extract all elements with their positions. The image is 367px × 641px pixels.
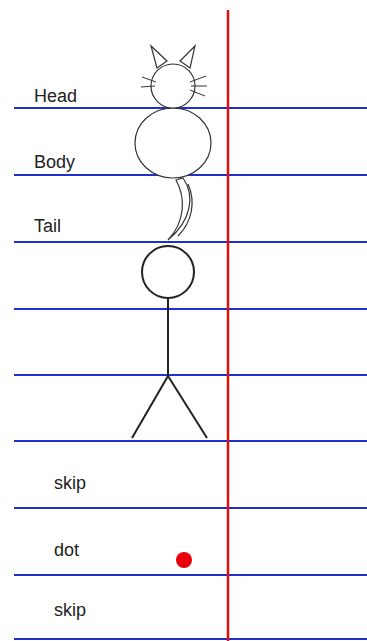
stick-head [142, 246, 194, 298]
part-label: Head [34, 85, 77, 107]
cat-tail-line [178, 184, 192, 236]
cat-tail [168, 178, 190, 240]
row-label: dot [54, 539, 79, 561]
ruled-line [14, 107, 367, 109]
stick-figure [132, 246, 207, 438]
ruled-line [14, 241, 367, 243]
ruled-line [14, 574, 367, 576]
ruled-line [14, 440, 367, 442]
row-label: skip [54, 599, 86, 621]
stick-leg [132, 376, 168, 438]
ruled-line [14, 374, 367, 376]
cat-body [135, 108, 211, 178]
ruled-line [14, 308, 367, 310]
red-dot [176, 552, 192, 568]
margin-line [227, 10, 230, 641]
stick-leg [168, 376, 207, 438]
cat-ear [151, 46, 167, 68]
ruled-line [14, 638, 367, 640]
cat-drawing [135, 46, 211, 240]
cat-head [151, 64, 195, 108]
cat-ear [180, 46, 195, 68]
part-label: Tail [34, 215, 61, 237]
part-label: Body [34, 151, 75, 173]
ruled-lines [14, 108, 367, 639]
stick-body [167, 298, 169, 376]
ruled-line [14, 507, 367, 509]
row-label: skip [54, 472, 86, 494]
cat-whiskers [141, 76, 207, 96]
